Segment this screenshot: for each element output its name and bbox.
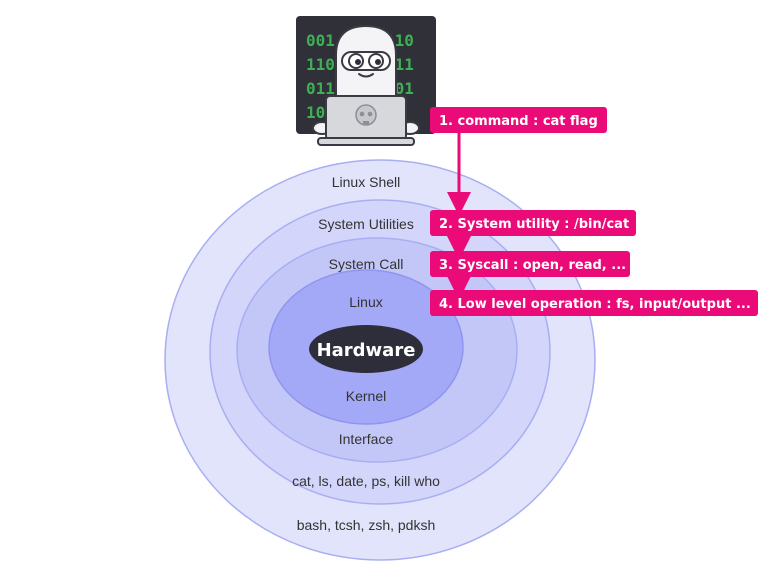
label-interface: Interface [339,431,394,447]
binary-line-1-left: 001 [306,31,335,50]
skull-icon [355,104,377,126]
callout-low-level: 4. Low level operation : fs, input/outpu… [430,290,758,316]
label-utilities-examples: cat, ls, date, ps, kill who [292,473,440,489]
callout-syscall: 3. Syscall : open, read, ... [430,251,630,277]
binary-line-3-left: 011 [306,79,335,98]
callouts: 1. command : cat flag 2. System utility … [430,107,758,316]
ring-labels: Linux Shell System Utilities System Call… [292,174,440,533]
label-linux-shell: Linux Shell [332,174,401,190]
label-system-call: System Call [329,256,404,272]
hardware-core: Hardware [309,325,423,373]
callout-system-utility-label: 2. System utility : /bin/cat [439,217,629,232]
callout-low-level-label: 4. Low level operation : fs, input/outpu… [439,297,751,312]
callout-command: 1. command : cat flag [430,107,607,133]
callout-syscall-label: 3. Syscall : open, read, ... [439,258,626,273]
binary-code: 001 110 110 011 011 101 10 [306,31,414,122]
label-system-utilities: System Utilities [318,216,414,232]
label-kernel: Kernel [346,388,386,404]
binary-line-4-left: 10 [306,103,325,122]
hacker-illustration: 001 110 110 011 011 101 10 [296,16,436,146]
hardware-label: Hardware [317,340,416,361]
callout-system-utility: 2. System utility : /bin/cat [430,210,636,236]
hardware-pill [309,325,423,373]
label-shell-examples: bash, tcsh, zsh, pdksh [297,517,436,533]
callout-command-label: 1. command : cat flag [439,114,598,129]
binary-line-2-left: 110 [306,55,335,74]
label-linux: Linux [349,294,382,310]
